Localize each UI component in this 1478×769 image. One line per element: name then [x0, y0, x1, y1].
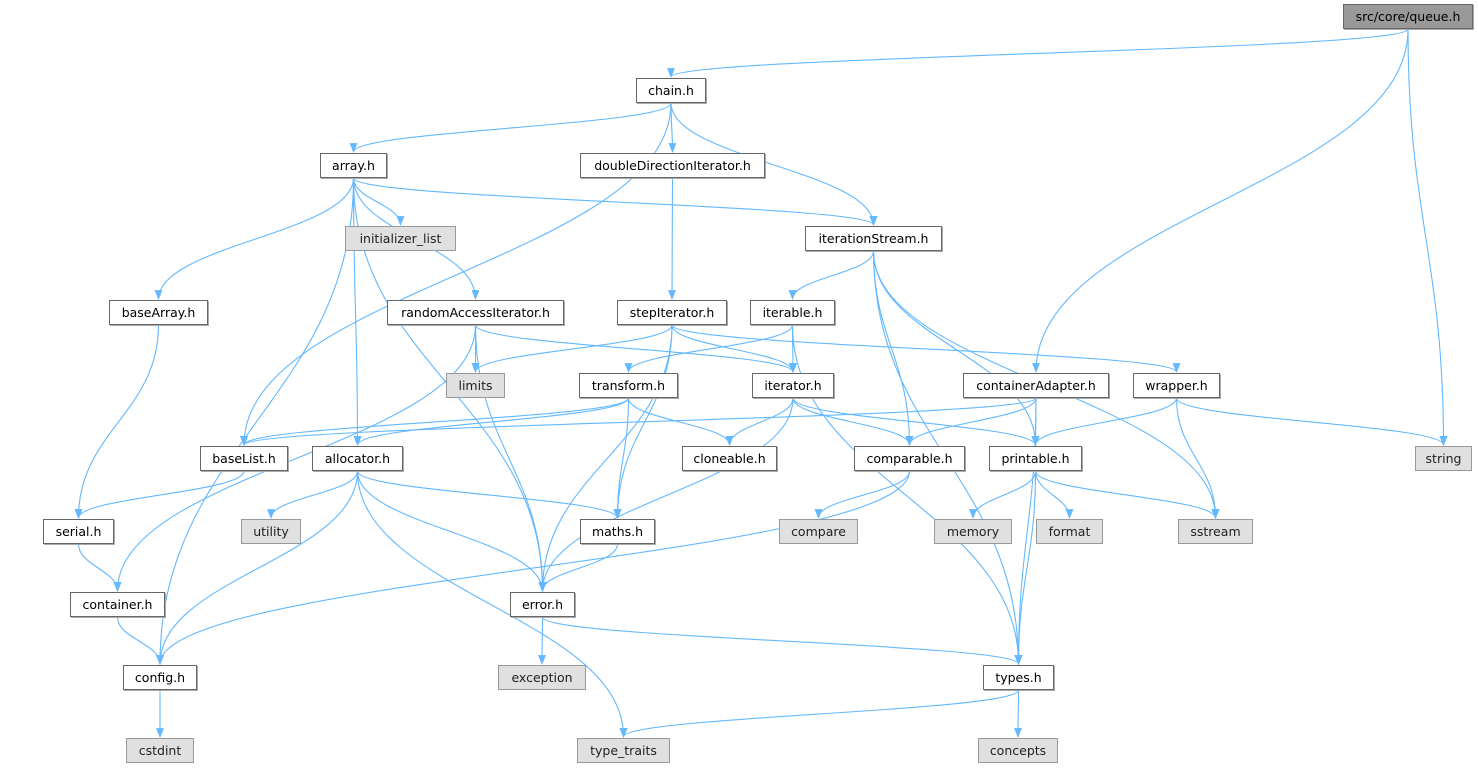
node-serial[interactable]: serial.h	[43, 519, 114, 544]
edge-stepIterator-to-error	[538, 324, 673, 592]
node-concepts: concepts	[978, 738, 1058, 763]
node-container[interactable]: container.h	[70, 592, 165, 617]
node-printable[interactable]: printable.h	[989, 446, 1082, 471]
node-type-traits: type_traits	[577, 738, 670, 763]
edge-allocator-to-type_traits	[356, 470, 628, 738]
edge-iterationStream-to-iterable	[788, 250, 875, 300]
node-base-list[interactable]: baseList.h	[200, 446, 288, 471]
edge-types-to-concepts	[1014, 689, 1022, 738]
edge-printable-to-memory	[969, 470, 1037, 519]
node-utility: utility	[241, 519, 301, 544]
node-comparable[interactable]: comparable.h	[854, 446, 965, 471]
edge-printable-to-format	[1034, 470, 1074, 519]
node-format: format	[1036, 519, 1103, 544]
edge-queue-to-chain	[667, 28, 1409, 78]
node-string: string	[1415, 446, 1472, 471]
edge-array-to-allocator	[352, 177, 362, 446]
edge-error-to-exception	[538, 616, 546, 665]
edge-randomAccessIterator-to-iterator	[474, 324, 797, 373]
edge-serial-to-container	[77, 543, 122, 592]
edge-containerAdapter-to-baseList	[240, 397, 1037, 446]
edge-printable-to-sstream	[1034, 470, 1220, 519]
edge-transform-to-maths	[613, 397, 630, 519]
edge-maths-to-error	[538, 543, 619, 592]
edge-printable-to-types	[1014, 470, 1037, 665]
edge-array-to-baseArray	[154, 177, 355, 300]
edge-iterator-to-comparable	[792, 397, 914, 446]
edge-error-to-types	[541, 616, 1023, 665]
edge-comparable-to-compare	[814, 470, 911, 519]
node-error[interactable]: error.h	[510, 592, 575, 617]
node-cstdint: cstdint	[126, 738, 194, 763]
node-exception: exception	[498, 665, 586, 690]
node-wrapper[interactable]: wrapper.h	[1133, 373, 1220, 398]
node-initializer-list: initializer_list	[345, 226, 456, 251]
node-types[interactable]: types.h	[983, 665, 1054, 690]
edge-baseList-to-serial	[74, 470, 245, 519]
edge-queue-to-containerAdapter	[1032, 28, 1409, 373]
node-array[interactable]: array.h	[320, 153, 387, 178]
edge-iterator-to-printable	[792, 397, 1040, 446]
edge-transform-to-allocator	[353, 397, 630, 446]
edge-allocator-to-config	[156, 470, 359, 665]
edge-iterable-to-transform	[624, 324, 794, 373]
edge-iterator-to-cloneable	[725, 397, 794, 446]
node-double-direction-iterator[interactable]: doubleDirectionIterator.h	[580, 153, 765, 178]
node-config[interactable]: config.h	[123, 665, 197, 690]
edge-comparable-to-config	[156, 470, 911, 665]
edge-allocator-to-error	[356, 470, 547, 592]
node-cloneable[interactable]: cloneable.h	[682, 446, 777, 471]
node-transform[interactable]: transform.h	[579, 373, 678, 398]
node-limits: limits	[446, 373, 505, 398]
edge-array-to-config	[156, 177, 355, 665]
node-compare: compare	[779, 519, 858, 544]
edge-array-to-iterationStream	[352, 177, 878, 226]
edge-transform-to-baseList	[240, 397, 630, 446]
edge-stepIterator-to-iterator	[671, 324, 797, 373]
node-sstream: sstream	[1178, 519, 1253, 544]
edge-wrapper-to-printable	[1031, 397, 1178, 446]
node-allocator[interactable]: allocator.h	[312, 446, 403, 471]
edge-doubleDirectionIterator-to-stepIterator	[668, 177, 676, 300]
node-iterator[interactable]: iterator.h	[752, 373, 834, 398]
edge-containerAdapter-to-types	[1014, 397, 1037, 665]
edge-containerAdapter-to-comparable	[905, 397, 1037, 446]
edge-baseArray-to-serial	[74, 324, 160, 519]
edge-allocator-to-maths	[356, 470, 622, 519]
node-maths[interactable]: maths.h	[580, 519, 655, 544]
node-step-iterator[interactable]: stepIterator.h	[617, 300, 727, 325]
node-container-adapter[interactable]: containerAdapter.h	[963, 373, 1109, 398]
edge-stepIterator-to-wrapper	[671, 324, 1181, 373]
node-base-array[interactable]: baseArray.h	[109, 300, 208, 325]
node-chain[interactable]: chain.h	[636, 78, 706, 103]
node-memory: memory	[934, 519, 1012, 544]
node-random-access-iterator[interactable]: randomAccessIterator.h	[387, 300, 564, 325]
edge-chain-to-iterationStream	[670, 102, 878, 226]
edge-iterator-to-error	[538, 397, 794, 592]
node-queue[interactable]: src/core/queue.h	[1343, 4, 1473, 29]
edge-chain-to-array	[349, 102, 672, 153]
edge-wrapper-to-sstream	[1175, 397, 1220, 519]
node-iteration-stream[interactable]: iterationStream.h	[805, 226, 942, 251]
edge-stepIterator-to-limits	[471, 324, 673, 373]
edge-queue-to-string	[1407, 28, 1448, 446]
edge-array-to-initializer_list	[352, 177, 405, 226]
edge-randomAccessIterator-to-container	[113, 324, 477, 592]
edge-types-to-type_traits	[619, 689, 1020, 738]
node-iterable[interactable]: iterable.h	[750, 300, 835, 325]
edge-container-to-config	[116, 616, 164, 665]
edge-allocator-to-utility	[267, 470, 359, 519]
edge-wrapper-to-string	[1175, 397, 1448, 446]
